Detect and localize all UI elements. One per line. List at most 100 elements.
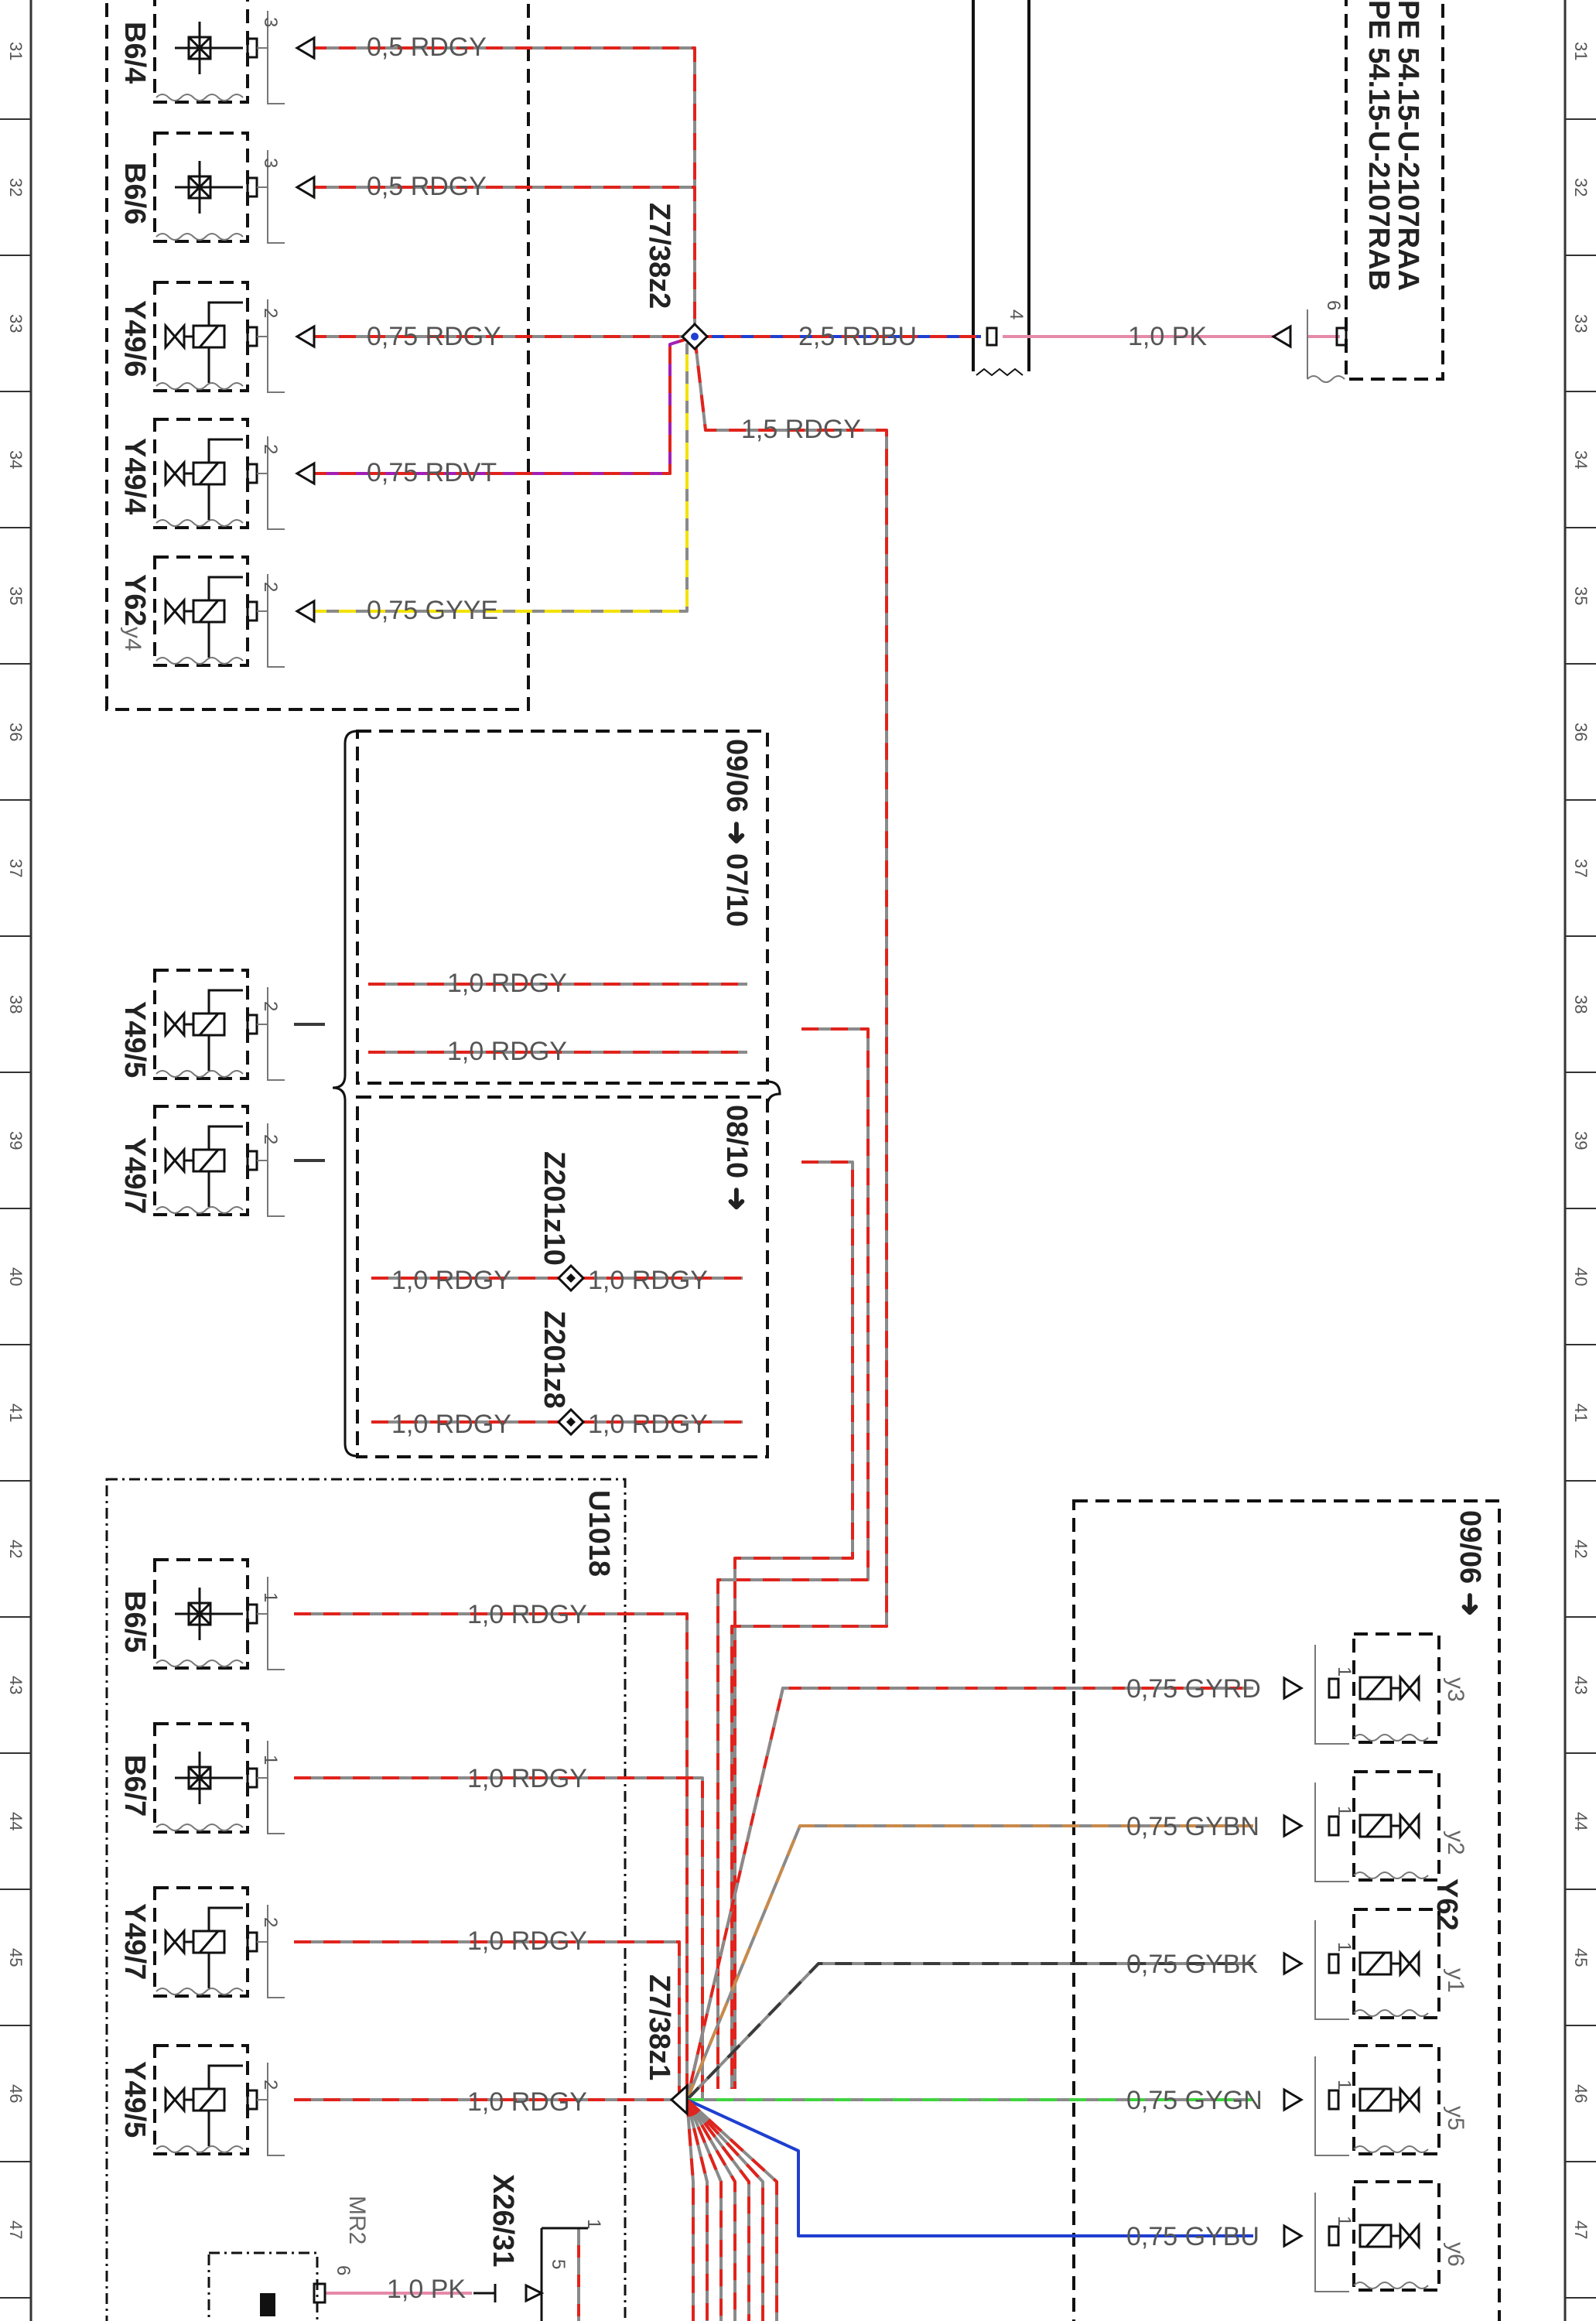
wire-label-v40r: 1,0 RDGY — [588, 1266, 708, 1295]
label-z7-38z2: Z7/38z2 — [643, 203, 675, 309]
zone-number: 38 — [1571, 995, 1591, 1014]
label-y49-6: Y49/6 — [118, 300, 151, 377]
wire-label-w31: 0,5 RDGY — [367, 32, 487, 62]
wire-v38-out[interactable] — [716, 1027, 870, 2089]
connector-arrow-pe — [1271, 324, 1292, 349]
splice-z7-38z1-node[interactable] — [669, 2083, 689, 2117]
pin-b6-7: 1 — [260, 1755, 281, 1765]
valve-y5[interactable] — [1314, 2044, 1441, 2156]
splice-z201z10-node[interactable] — [556, 1263, 586, 1293]
pin-mr2: 6 — [333, 2265, 354, 2275]
wire-u42[interactable] — [294, 1612, 689, 2100]
valve-y49-7-b[interactable] — [153, 1886, 285, 1998]
label-u1018: U1018 — [583, 1490, 615, 1577]
wire-label-pk-bottom: 1,0 PK — [387, 2275, 466, 2304]
wire-label-v41l: 1,0 RDGY — [391, 1410, 511, 1439]
valve-y49-5-b[interactable] — [153, 2044, 285, 2156]
label-z7-38z1: Z7/38z1 — [643, 1974, 675, 2080]
label-b6-7: B6/7 — [118, 1755, 151, 1817]
connector-arrow-right-0 — [1283, 1676, 1304, 1701]
label-y6: y6 — [1443, 2242, 1468, 2267]
pin-y2: 1 — [1334, 1806, 1355, 1816]
connector-x26-31[interactable] — [473, 2227, 588, 2321]
connector-arrow-right-1 — [1283, 1813, 1304, 1838]
label-b6-4: B6/4 — [118, 22, 151, 84]
connector-strip — [972, 0, 1030, 377]
label-y62-right: Y62 — [1430, 1878, 1463, 1931]
label-y49-7-a: Y49/7 — [118, 1137, 151, 1214]
valve-y49-4[interactable] — [153, 418, 285, 530]
label-x26-31: X26/31 — [487, 2174, 519, 2267]
connector-mid[interactable] — [986, 326, 998, 347]
pin-y1: 1 — [1334, 1942, 1355, 1952]
wire-u45[interactable] — [294, 1940, 681, 2100]
wire-r47[interactable] — [686, 2098, 1253, 2237]
frame-right-variant — [1072, 1499, 1501, 2321]
wire-label-v41r: 1,0 RDGY — [588, 1410, 708, 1439]
wire-label-w34: 0,75 RDVT — [367, 458, 497, 487]
pin-y5: 1 — [1334, 2080, 1355, 2090]
wire-label-r46: 0,75 GYGN — [1126, 2086, 1263, 2115]
wire-bundle-0[interactable] — [685, 2099, 695, 2321]
wire-u44[interactable] — [294, 1776, 704, 2100]
zone-number: 44 — [6, 1812, 26, 1830]
label-z201z10: Z201z10 — [538, 1151, 570, 1266]
valve-y49-5-a[interactable] — [153, 969, 285, 1081]
zone-number: 31 — [6, 42, 26, 60]
wire-bundle-4[interactable] — [685, 2098, 750, 2321]
wire-r44[interactable] — [685, 1824, 1253, 2101]
valve-y3[interactable] — [1314, 1632, 1441, 1745]
wire-label-u42: 1,0 RDGY — [467, 1600, 587, 1629]
module-mr2[interactable] — [207, 2251, 326, 2321]
valve-y62-top[interactable] — [153, 555, 285, 668]
zone-number: 42 — [6, 1540, 26, 1558]
valve-y6[interactable] — [1314, 2180, 1441, 2292]
valve-y1[interactable] — [1314, 1908, 1441, 2020]
wire-bundle-6[interactable] — [685, 2098, 778, 2321]
sensor-b6-4[interactable] — [153, 0, 285, 104]
zone-number: 45 — [1571, 1948, 1591, 1967]
sensor-b6-5[interactable] — [153, 1558, 285, 1670]
valve-y49-6[interactable] — [153, 281, 285, 393]
wire-bundle-1[interactable] — [685, 2099, 709, 2321]
splice-z201z8-node[interactable] — [556, 1407, 586, 1437]
valve-y2[interactable] — [1314, 1770, 1441, 1882]
wire-v39-out[interactable] — [733, 1160, 854, 2089]
wire-label-w32: 0,5 RDGY — [367, 172, 487, 201]
label-y1: y1 — [1443, 1968, 1468, 1993]
zone-number: 35 — [1571, 586, 1591, 605]
wire-w32[interactable] — [309, 186, 696, 337]
zone-number: 36 — [6, 723, 26, 741]
wire-r43[interactable] — [685, 1687, 1253, 2101]
pin-y3: 1 — [1334, 1666, 1355, 1677]
zone-number: 42 — [1571, 1540, 1591, 1558]
zone-number: 47 — [6, 2220, 26, 2239]
connector-pe[interactable] — [1307, 309, 1348, 383]
wire-bundle-2[interactable] — [685, 2099, 723, 2321]
label-variant-right: 09/06 ➜ — [1454, 1510, 1486, 1617]
zone-number: 34 — [1571, 450, 1591, 469]
label-b6-6: B6/6 — [118, 162, 151, 224]
label-y49-5-b: Y49/5 — [118, 2061, 151, 2138]
wire-branch[interactable] — [693, 336, 888, 2089]
connector-arrow-right-3 — [1283, 2087, 1304, 2112]
wire-label-w35: 0,75 GYYE — [367, 596, 498, 625]
label-pe-b: PE 54.15-U-2107RAB — [1362, 0, 1395, 291]
valve-y49-7-a[interactable] — [153, 1105, 285, 1217]
sensor-b6-7[interactable] — [153, 1722, 285, 1834]
pin-y49-7-b: 2 — [260, 1917, 281, 1927]
wire-w34[interactable] — [309, 335, 695, 475]
label-z201z8: Z201z8 — [538, 1311, 570, 1409]
wire-bundle-5[interactable] — [685, 2098, 764, 2321]
zone-number: 40 — [6, 1267, 26, 1286]
wire-bundle-3[interactable] — [685, 2098, 736, 2321]
zone-number: 45 — [6, 1948, 26, 1967]
sensor-b6-6[interactable] — [153, 132, 285, 244]
pin-y62-top: 2 — [260, 582, 281, 592]
connector-arrow-left-4 — [295, 599, 316, 624]
wire-label-bus-out: 2,5 RDBU — [798, 322, 917, 351]
label-y49-4: Y49/4 — [118, 438, 151, 514]
wire-r45[interactable] — [685, 1962, 1253, 2101]
splice-z7-38z2-node[interactable] — [680, 322, 709, 351]
